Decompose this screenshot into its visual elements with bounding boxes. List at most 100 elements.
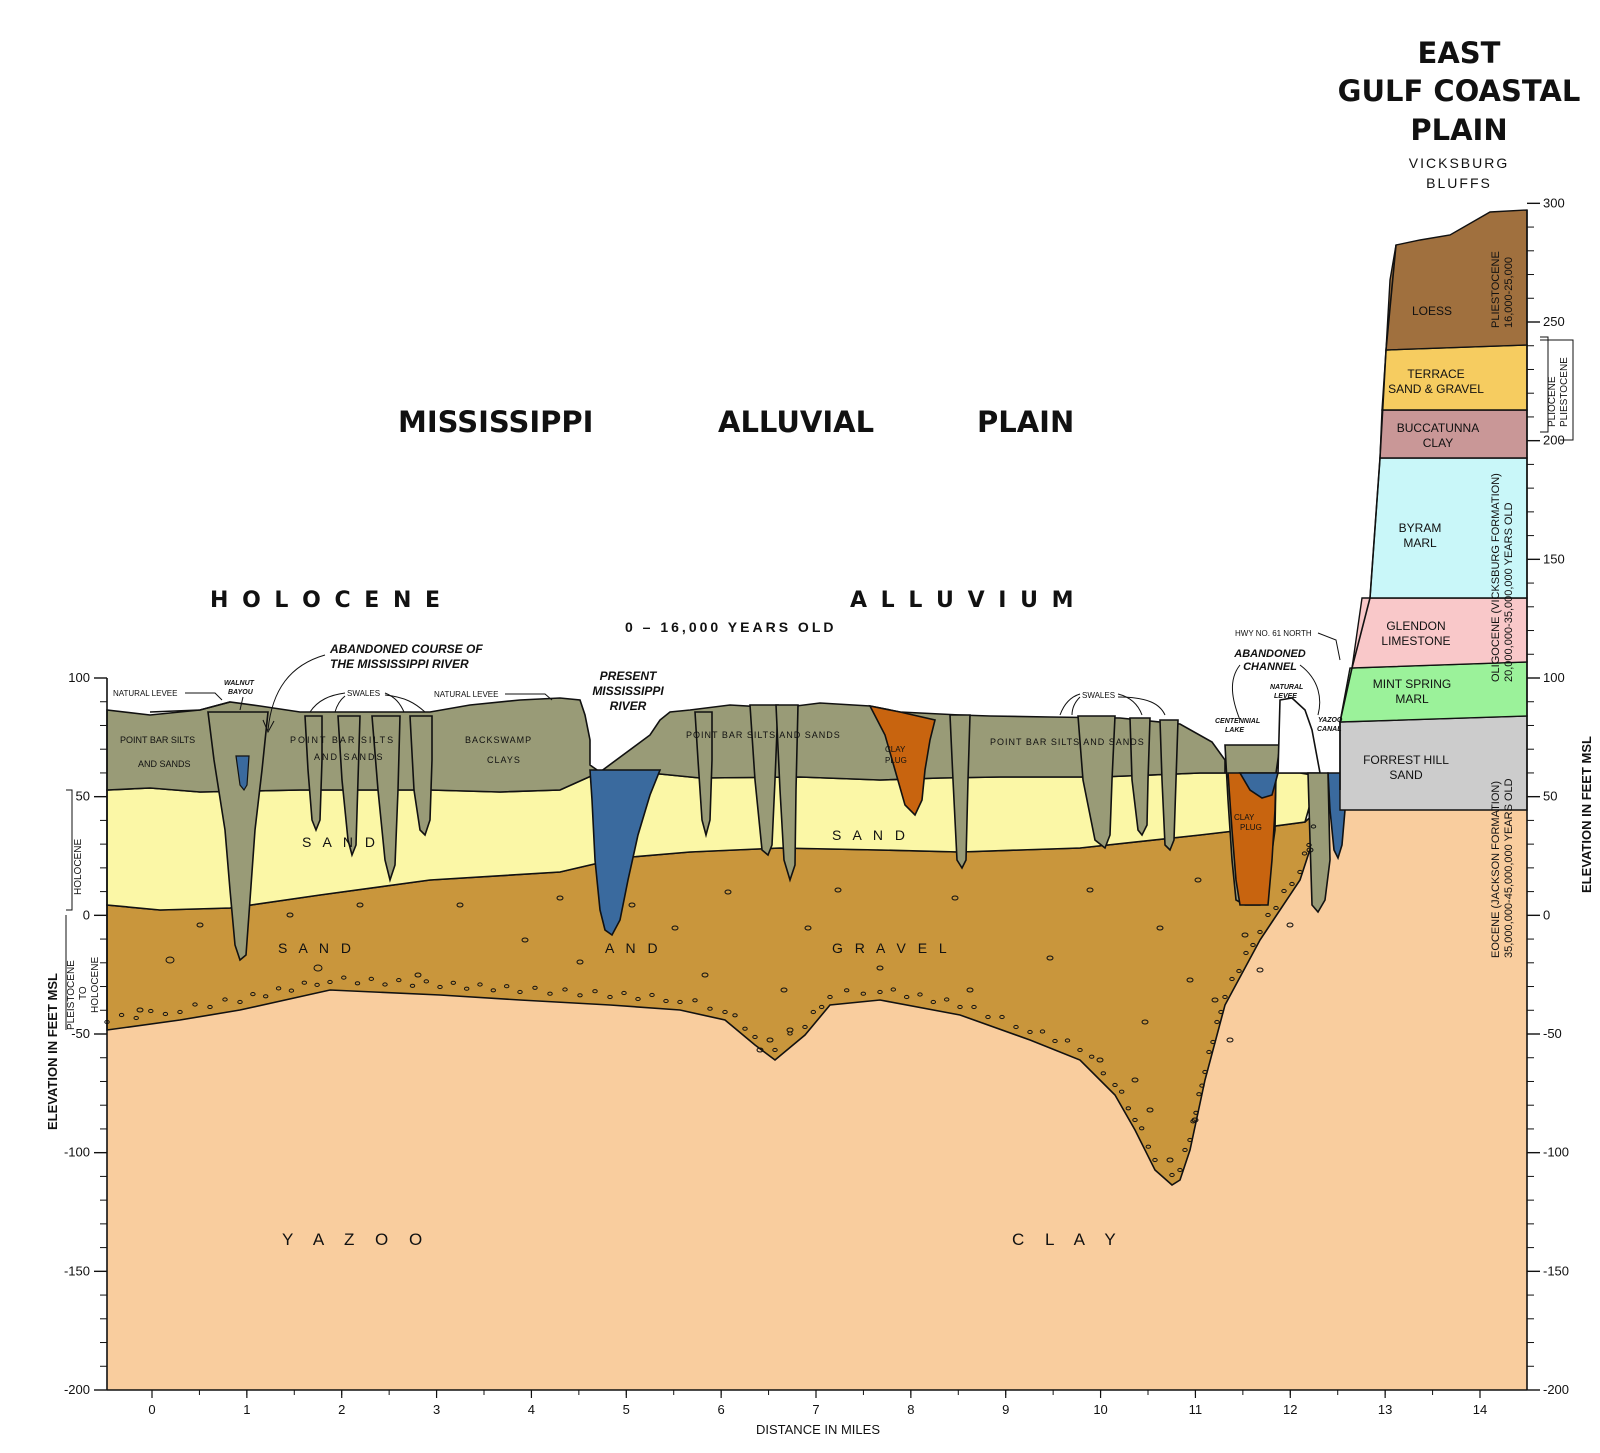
buccatunna-b: CLAY	[1423, 436, 1453, 450]
gravel-label-gravel: G R A V E L	[832, 940, 951, 956]
x-tick-label: 11	[1189, 1402, 1203, 1417]
clay-plug-1b: PLUG	[885, 756, 907, 765]
point-bar-1b: AND SANDS	[138, 759, 191, 769]
forrest-hill-b: SAND	[1389, 768, 1423, 782]
oligocene-b: 20,000,000-35,000,000 YEARS OLD	[1503, 502, 1515, 682]
vicksburg-label: VICKSBURG	[1409, 155, 1509, 171]
swales-1: SWALES	[347, 689, 380, 698]
glendon-a: GLENDON	[1386, 619, 1445, 633]
alluvium-label: A L L U V I U M	[850, 588, 1077, 613]
right-axis-title: ELEVATION IN FEET MSL	[1579, 736, 1594, 893]
abandoned-channel-b: CHANNEL	[1243, 661, 1297, 673]
clay-label: C L A Y	[1012, 1230, 1124, 1249]
right-tick-label: 100	[1543, 670, 1565, 685]
x-tick-label: 1	[243, 1402, 250, 1417]
point-bar-3: POINT BAR SILTS AND SANDS	[686, 730, 841, 740]
present-river-a: PRESENT	[600, 669, 658, 683]
centennial-a: CENTENNIAL	[1215, 718, 1260, 725]
yazoo-clay-layer	[107, 790, 1527, 1390]
forrest-hill-a: FORREST HILL	[1363, 753, 1449, 767]
title-plain: PLAIN	[977, 405, 1074, 439]
silt-channels	[207, 704, 1179, 962]
left-tick-label: -200	[64, 1382, 90, 1397]
x-tick-label: 10	[1093, 1402, 1107, 1417]
x-tick-label: 8	[907, 1402, 914, 1417]
clay-plug-1	[868, 704, 936, 817]
clay-plug-2	[1227, 772, 1277, 906]
pliocene-b: PLIESTOCENE	[1559, 357, 1570, 427]
title-gulf-coastal: GULF COASTAL	[1338, 74, 1581, 108]
left-tick-label: 0	[83, 907, 90, 922]
age-label: 0 – 16,000 YEARS OLD	[625, 619, 836, 635]
x-tick-label: 3	[433, 1402, 440, 1417]
x-tick-label: 14	[1473, 1402, 1487, 1417]
left-tick-label: 50	[76, 789, 90, 804]
present-river-c: RIVER	[610, 699, 647, 713]
right-tick-label: 200	[1543, 433, 1565, 448]
right-tick-label: 300	[1543, 195, 1565, 210]
mint-spring-a: MINT SPRING	[1373, 677, 1451, 691]
bluffs-label: BLUFFS	[1426, 175, 1492, 191]
point-bar-2b: AND SANDS	[314, 752, 385, 762]
byram-a: BYRAM	[1399, 521, 1442, 535]
right-tick-label: -100	[1543, 1145, 1569, 1160]
yazoo-canal-a: YAZOO	[1318, 717, 1343, 724]
pliocene-a: PLIOCENE	[1547, 376, 1558, 427]
centennial-b: LAKE	[1225, 727, 1244, 734]
eocene-a: EOCENE (JACKSON FORMATION)	[1490, 781, 1502, 958]
gravel-label-sand: S A N D	[278, 940, 355, 956]
right-tick-label: 250	[1543, 314, 1565, 329]
right-tick-label: 0	[1543, 907, 1550, 922]
natural-levee-3a: NATURAL	[1270, 684, 1303, 691]
natural-levee-3b: LEVEE	[1274, 693, 1297, 700]
x-tick-label: 9	[1002, 1402, 1009, 1417]
yazoo-label: Y A Z O O	[282, 1230, 430, 1249]
oligocene-a: OLIGOCENE (VICKSBURG FORMATION)	[1490, 473, 1502, 682]
loess-label: LOESS	[1412, 304, 1452, 318]
x-tick-label: 2	[338, 1402, 345, 1417]
x-tick-label: 7	[812, 1402, 819, 1417]
glendon-b: LIMESTONE	[1381, 634, 1450, 648]
backswamp-a: BACKSWAMP	[465, 735, 532, 745]
abandoned-course-b: THE MISSISSIPPI RIVER	[330, 657, 469, 671]
hwy-label: HWY NO. 61 NORTH	[1235, 629, 1312, 638]
right-tick-label: -50	[1543, 1026, 1562, 1041]
eocene-b: 35,000,000-45,000,000 YEARS OLD	[1503, 778, 1515, 958]
x-tick-label: 13	[1378, 1402, 1392, 1417]
present-river	[589, 769, 662, 937]
abandoned-course-a: ABANDONED COURSE OF	[329, 642, 483, 656]
sand-label-1: S A N D	[302, 834, 379, 850]
clay-plug-1a: CLAY	[885, 745, 906, 754]
gravel-pebbles	[136, 847, 1314, 1163]
swales-2: SWALES	[1082, 691, 1115, 700]
holocene-label: H O L O C E N E	[210, 588, 443, 613]
x-tick-label: 4	[528, 1402, 535, 1417]
walnut-bayou-b: BAYOU	[228, 689, 254, 696]
title-east: EAST	[1418, 36, 1501, 70]
title-mississippi: MISSISSIPPI	[398, 405, 593, 439]
x-tick-label: 5	[623, 1402, 630, 1417]
centennial-lake	[1238, 772, 1280, 799]
pliestocene-a: PLIESTOCENE	[1490, 251, 1502, 328]
point-bar-1a: POINT BAR SILTS	[120, 735, 195, 745]
right-tick-label: -150	[1543, 1263, 1569, 1278]
period-pleistocene: PLEISTOCENE	[66, 960, 77, 1030]
gravel-label-and: A N D	[605, 940, 662, 956]
right-tick-label: -200	[1543, 1382, 1569, 1397]
title-alluvial: ALLUVIAL	[718, 405, 874, 439]
point-bar-2a: POINT BAR SILTS	[290, 735, 395, 745]
pliestocene-b: 16,000-25,000	[1503, 257, 1515, 328]
right-tick-label: 150	[1543, 551, 1565, 566]
right-tick-label: 50	[1543, 789, 1557, 804]
natural-levee-2: NATURAL LEVEE	[434, 690, 498, 699]
left-tick-label: 100	[68, 670, 90, 685]
x-tick-label: 0	[148, 1402, 155, 1417]
byram-b: MARL	[1403, 536, 1437, 550]
title-plain-east: PLAIN	[1410, 113, 1507, 147]
left-tick-label: -50	[71, 1026, 90, 1041]
yazoo-canal-b: CANAL	[1317, 726, 1342, 733]
buccatunna-a: BUCCATUNNA	[1397, 421, 1479, 435]
present-river-b: MISSISSIPPI	[592, 684, 664, 698]
clay-plug-2b: PLUG	[1240, 823, 1262, 832]
